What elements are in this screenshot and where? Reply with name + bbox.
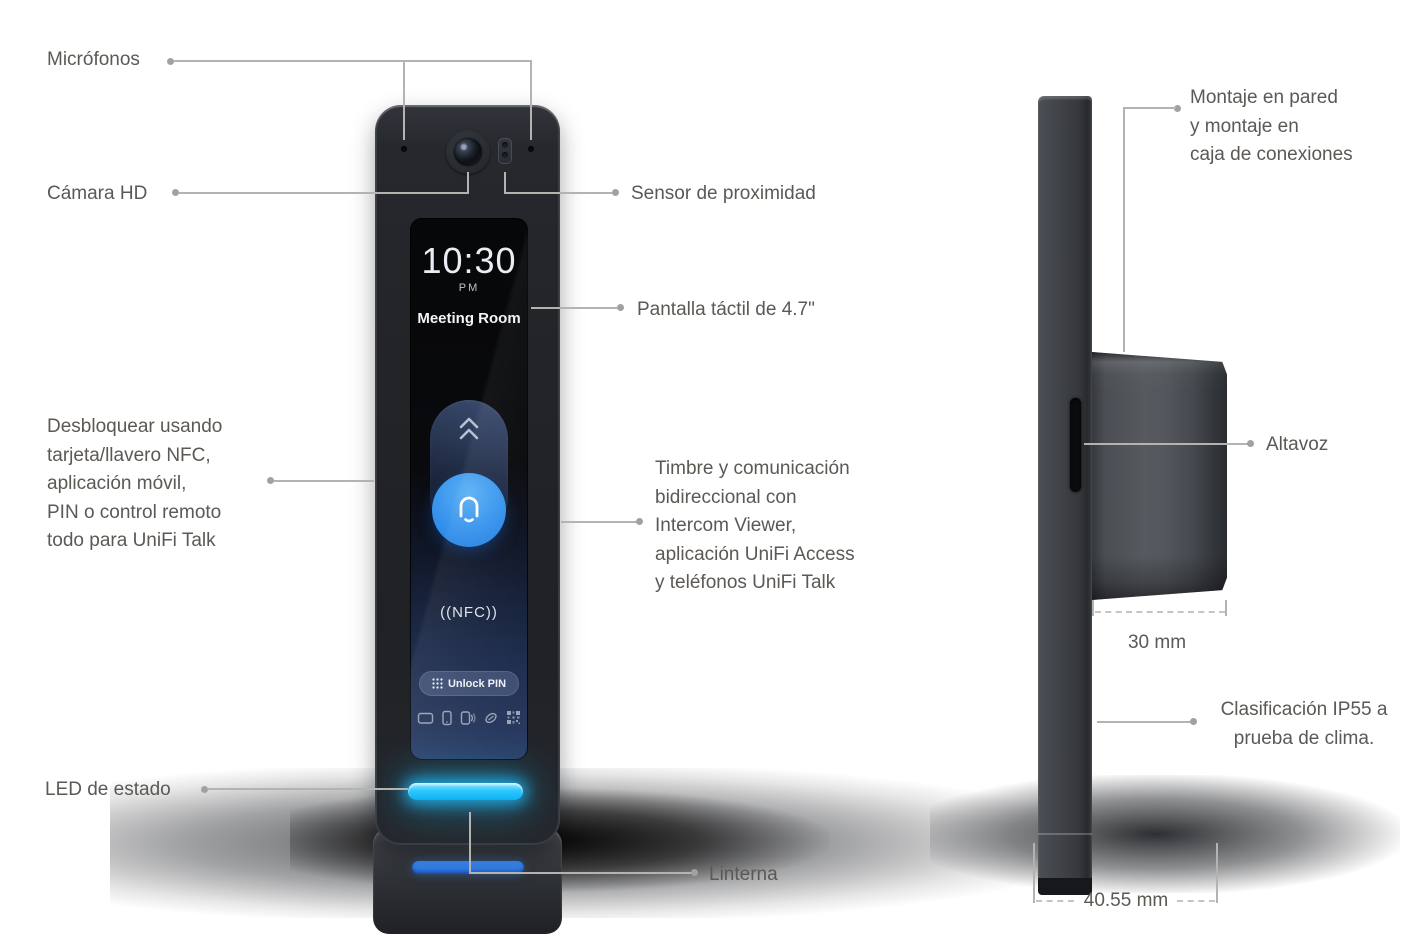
callout-line bbox=[469, 872, 692, 874]
camera-lens-icon bbox=[454, 138, 482, 166]
speaker-slot-icon bbox=[1070, 398, 1081, 492]
clock-time: 10:30 bbox=[421, 240, 517, 281]
callout-line bbox=[208, 788, 408, 790]
callout-line bbox=[1125, 107, 1176, 109]
bell-button[interactable] bbox=[432, 473, 506, 547]
callout-dot bbox=[691, 869, 698, 876]
intercom-side-view bbox=[1038, 96, 1092, 895]
label-flashlight: Linterna bbox=[709, 864, 778, 885]
callout-line bbox=[403, 60, 405, 140]
callout-line bbox=[504, 172, 506, 192]
callout-dot bbox=[172, 189, 179, 196]
callout-dot bbox=[612, 189, 619, 196]
label-touchscreen: Pantalla táctil de 4.7" bbox=[637, 299, 815, 320]
chevron-up-icon bbox=[459, 417, 479, 440]
dimension-cap bbox=[1225, 600, 1227, 616]
unlock-pin-label: Unlock PIN bbox=[447, 677, 507, 690]
access-card-icon bbox=[417, 712, 434, 724]
unlock-pin-button[interactable]: Unlock PIN bbox=[419, 671, 519, 696]
room-name: Meeting Room bbox=[417, 310, 521, 327]
keyring-icon bbox=[485, 712, 497, 724]
callout-dot bbox=[1247, 440, 1254, 447]
callout-dot bbox=[201, 786, 208, 793]
microphone-left-icon bbox=[401, 146, 407, 152]
callout-line bbox=[1084, 443, 1249, 445]
scroll-capsule bbox=[430, 400, 508, 536]
callout-dot bbox=[617, 304, 624, 311]
panel-seam bbox=[1038, 833, 1092, 835]
rear-housing bbox=[1092, 352, 1227, 600]
callout-line bbox=[530, 60, 532, 140]
dimension-cap bbox=[1092, 600, 1094, 616]
callout-line bbox=[561, 521, 637, 523]
callout-line bbox=[504, 192, 612, 194]
label-speaker: Altavoz bbox=[1266, 434, 1329, 455]
phone-icon bbox=[442, 710, 452, 726]
dimension-dashed-line bbox=[1177, 900, 1215, 902]
label-microphones: Micrófonos bbox=[47, 49, 140, 70]
callout-line bbox=[274, 480, 374, 482]
label-proximity-sensor: Sensor de proximidad bbox=[631, 183, 816, 204]
label-unlock-methods: Desbloquear usando tarjeta/llavero NFC, … bbox=[47, 416, 223, 551]
callout-dot bbox=[1174, 105, 1181, 112]
label-mounting: Montaje en pared y montaje en caja de co… bbox=[1190, 87, 1353, 165]
callout-line bbox=[1123, 107, 1125, 352]
side-device-shadow bbox=[930, 775, 1400, 893]
touchscreen: 10:30 PM Meeting Room ((NFC)) bbox=[410, 218, 528, 760]
callout-dot bbox=[1190, 718, 1197, 725]
callout-line bbox=[179, 192, 469, 194]
callout-dot bbox=[167, 58, 174, 65]
dimension-cap bbox=[1216, 843, 1218, 903]
status-led bbox=[408, 783, 523, 800]
bell-icon bbox=[459, 496, 479, 523]
callout-line bbox=[467, 172, 469, 192]
dimension-cap bbox=[1033, 843, 1035, 903]
width-dimension: 40.55 mm bbox=[1083, 890, 1169, 911]
qr-code-icon bbox=[507, 711, 520, 724]
label-status-led: LED de estado bbox=[45, 779, 171, 800]
callout-line bbox=[469, 812, 471, 874]
nfc-fob-icon bbox=[460, 711, 476, 725]
microphone-right-icon bbox=[528, 146, 534, 152]
callout-line bbox=[174, 60, 532, 62]
callout-line bbox=[531, 307, 617, 309]
intercom-front-view: 10:30 PM Meeting Room ((NFC)) bbox=[375, 105, 560, 845]
nfc-indicator: ((NFC)) bbox=[440, 604, 498, 621]
label-ip-rating: Clasificación IP55 a prueba de clima. bbox=[1220, 699, 1388, 749]
callout-line bbox=[1097, 721, 1191, 723]
keypad-icon bbox=[432, 678, 443, 689]
callout-dot bbox=[267, 477, 274, 484]
front-device-shadow bbox=[110, 768, 1060, 918]
label-hd-camera: Cámara HD bbox=[47, 183, 148, 204]
credential-icons-row bbox=[410, 710, 528, 726]
proximity-sensor bbox=[498, 138, 512, 164]
depth-dimension: 30 mm bbox=[1127, 632, 1187, 653]
clock-meridiem: PM bbox=[458, 282, 480, 294]
label-two-way-audio: Timbre y comunicación bidireccional con … bbox=[655, 458, 855, 593]
callout-dot bbox=[636, 518, 643, 525]
dimension-dashed-line bbox=[1095, 611, 1225, 613]
hd-camera bbox=[446, 130, 490, 174]
